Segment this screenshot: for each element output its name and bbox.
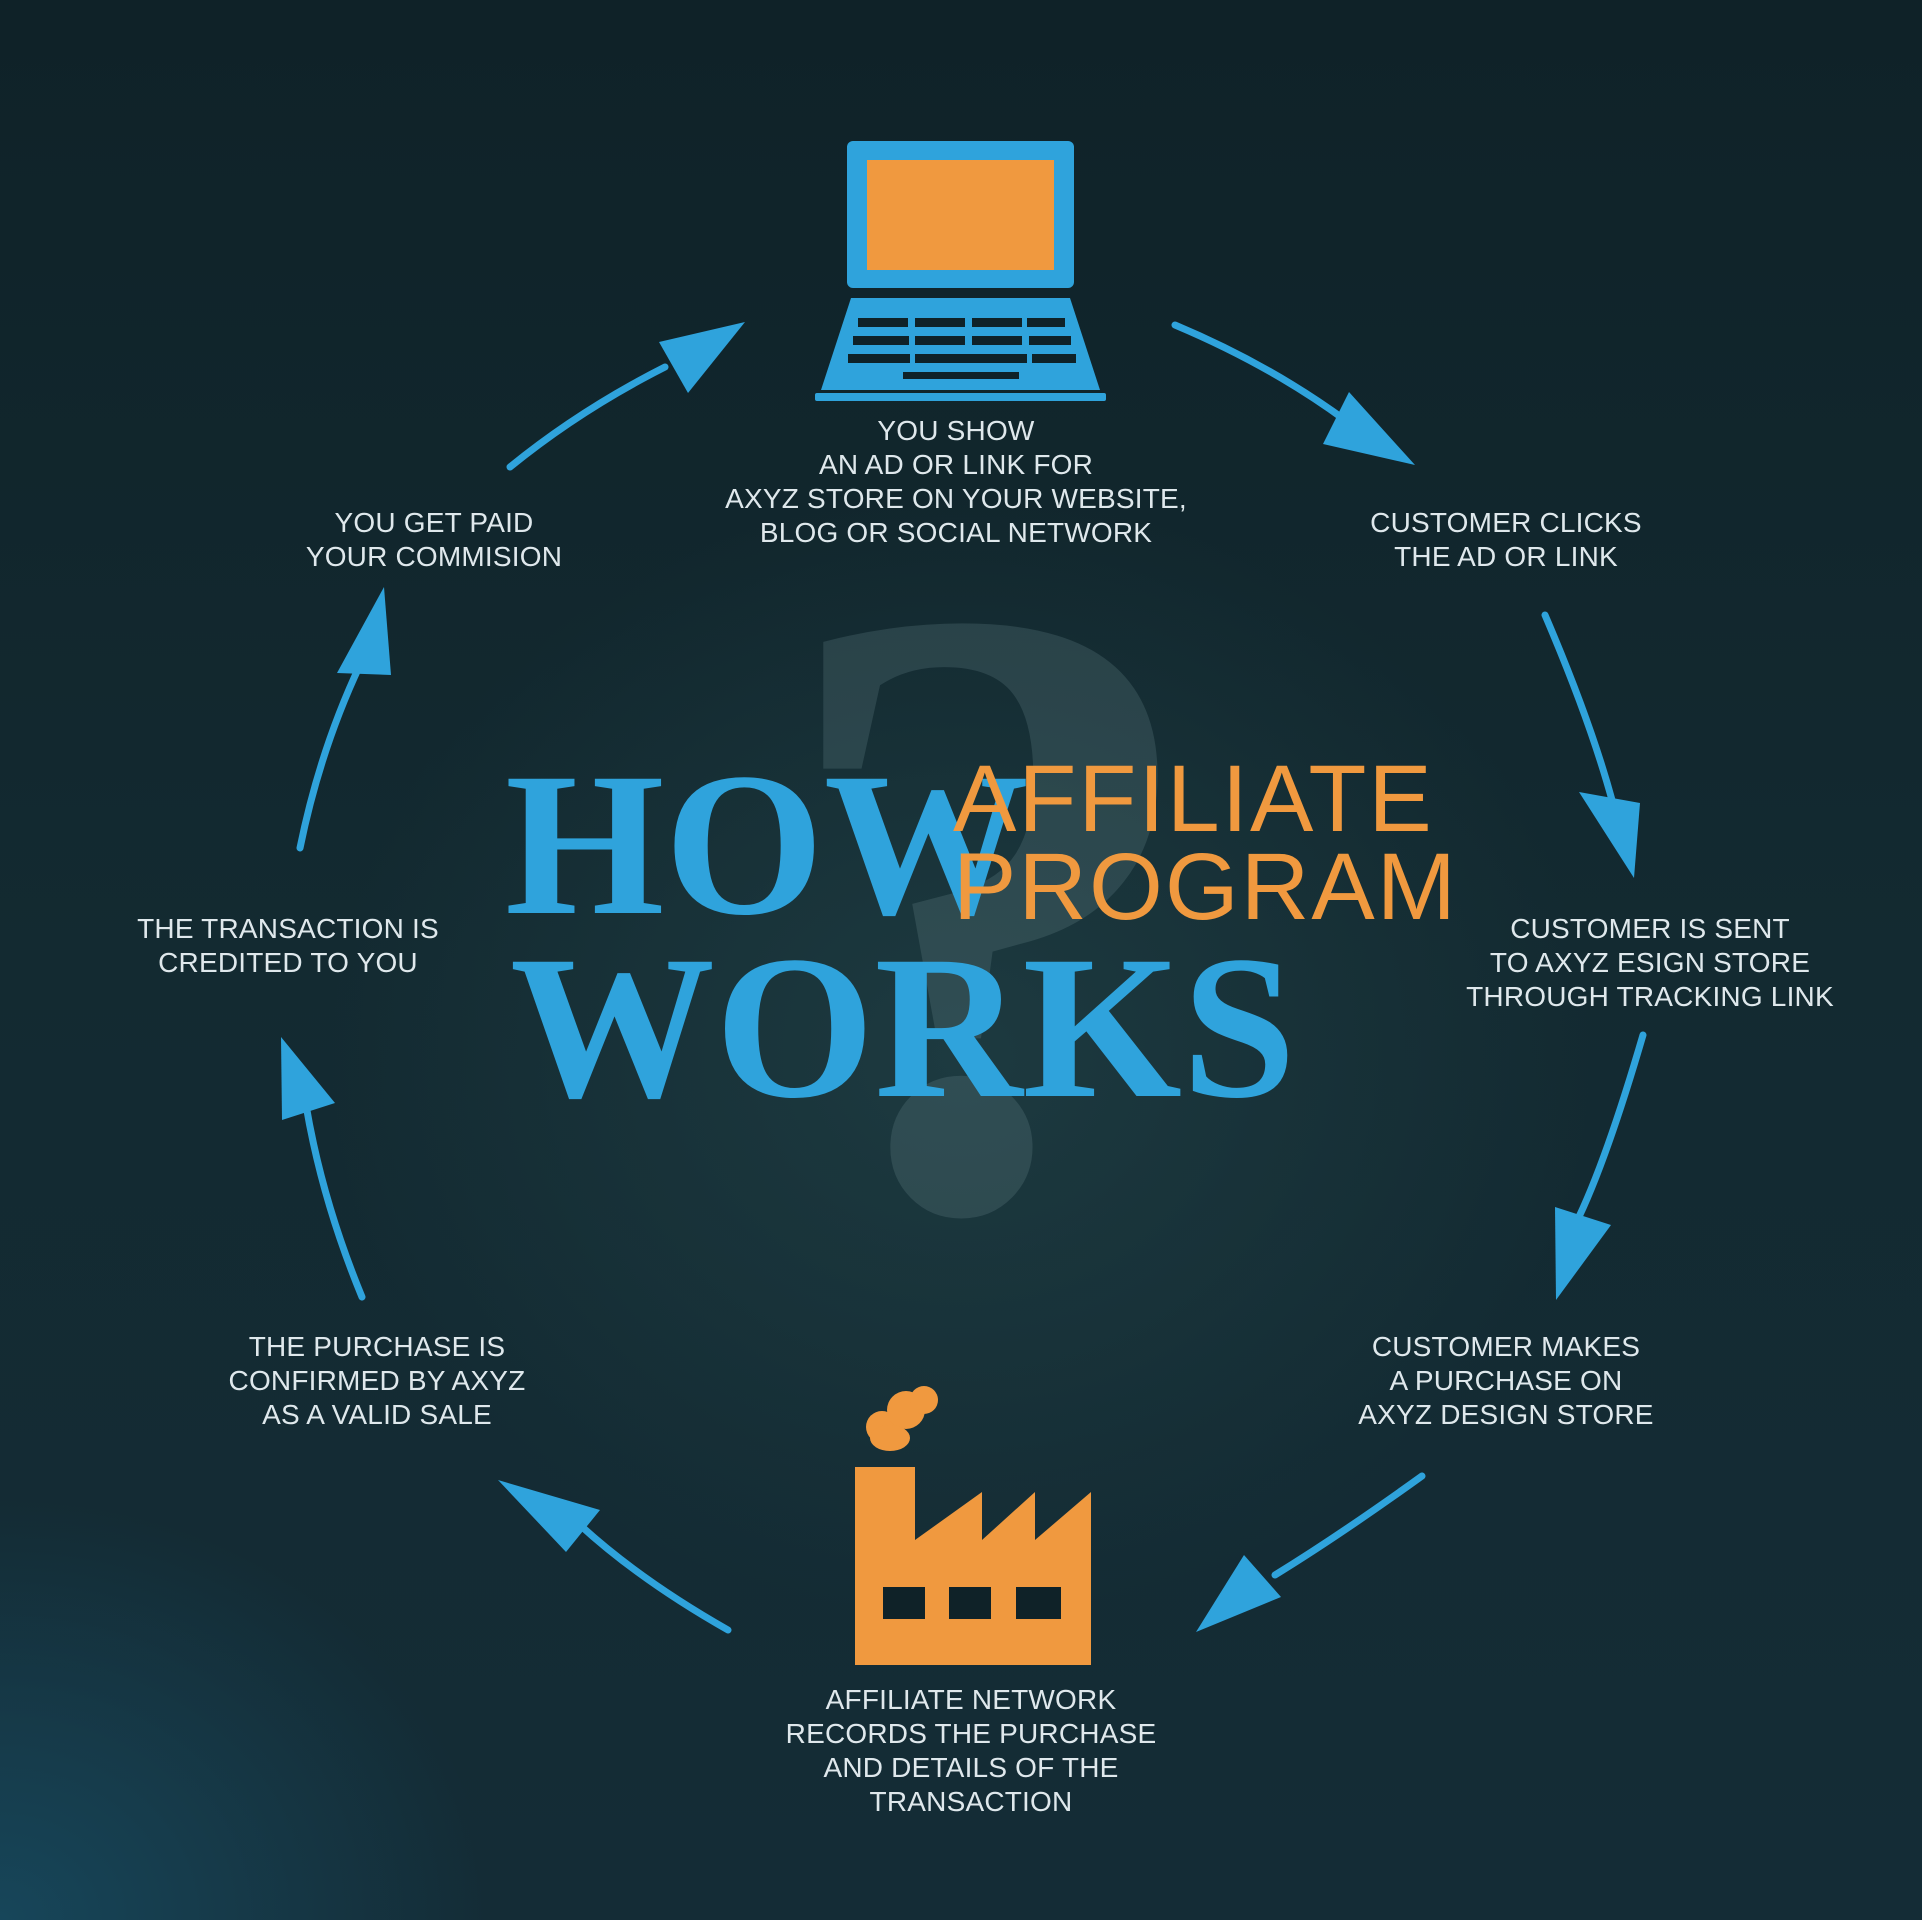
step-network-records: AFFILIATE NETWORK RECORDS THE PURCHASE A… (785, 1684, 1157, 1817)
arrow-paid-to-show (506, 363, 669, 471)
arrow-confirmed-to-credited (302, 1101, 366, 1301)
title-how: HOW (505, 731, 1029, 958)
step-get-paid: YOU GET PAID YOUR COMMISION (305, 507, 563, 572)
arrowhead-8 (659, 322, 745, 393)
step-transaction-credited: THE TRANSACTION IS CREDITED TO YOU (137, 913, 439, 978)
arrowhead-2 (1579, 792, 1640, 878)
step-purchase-confirmed: THE PURCHASE IS CONFIRMED BY AXYZ AS A V… (228, 1331, 526, 1430)
laptop-icon (815, 141, 1106, 401)
arrow-click-to-sent (1541, 611, 1616, 804)
question-mark-watermark: ? (770, 423, 1210, 1397)
title-works: WORKS (510, 914, 1296, 1141)
factory-icon (855, 1386, 1091, 1665)
step-customer-sent: CUSTOMER IS SENT TO AXYZ ESIGN STORE THR… (1466, 913, 1834, 1012)
arrow-network-to-confirmed (576, 1521, 732, 1634)
arrow-show-to-click (1171, 321, 1349, 424)
arrow-sent-to-purchase (1571, 1031, 1647, 1229)
arrow-credited-to-paid (296, 661, 364, 852)
arrowhead-7 (337, 587, 391, 675)
arrowhead-5 (498, 1480, 600, 1552)
title-affiliate: AFFILIATE (953, 746, 1434, 852)
arrowhead-1 (1323, 392, 1415, 465)
arrowhead-4 (1196, 1555, 1281, 1632)
title-program: PROGRAM (953, 834, 1458, 940)
step-customer-purchase: CUSTOMER MAKES A PURCHASE ON AXYZ DESIGN… (1358, 1331, 1654, 1430)
step-show-ad: YOU SHOW AN AD OR LINK FOR AXYZ STORE ON… (725, 415, 1187, 548)
arrowhead-3 (1555, 1207, 1611, 1300)
arrow-purchase-to-network (1271, 1472, 1426, 1579)
step-customer-clicks: CUSTOMER CLICKS THE AD OR LINK (1370, 507, 1642, 572)
arrowhead-6 (281, 1037, 335, 1120)
